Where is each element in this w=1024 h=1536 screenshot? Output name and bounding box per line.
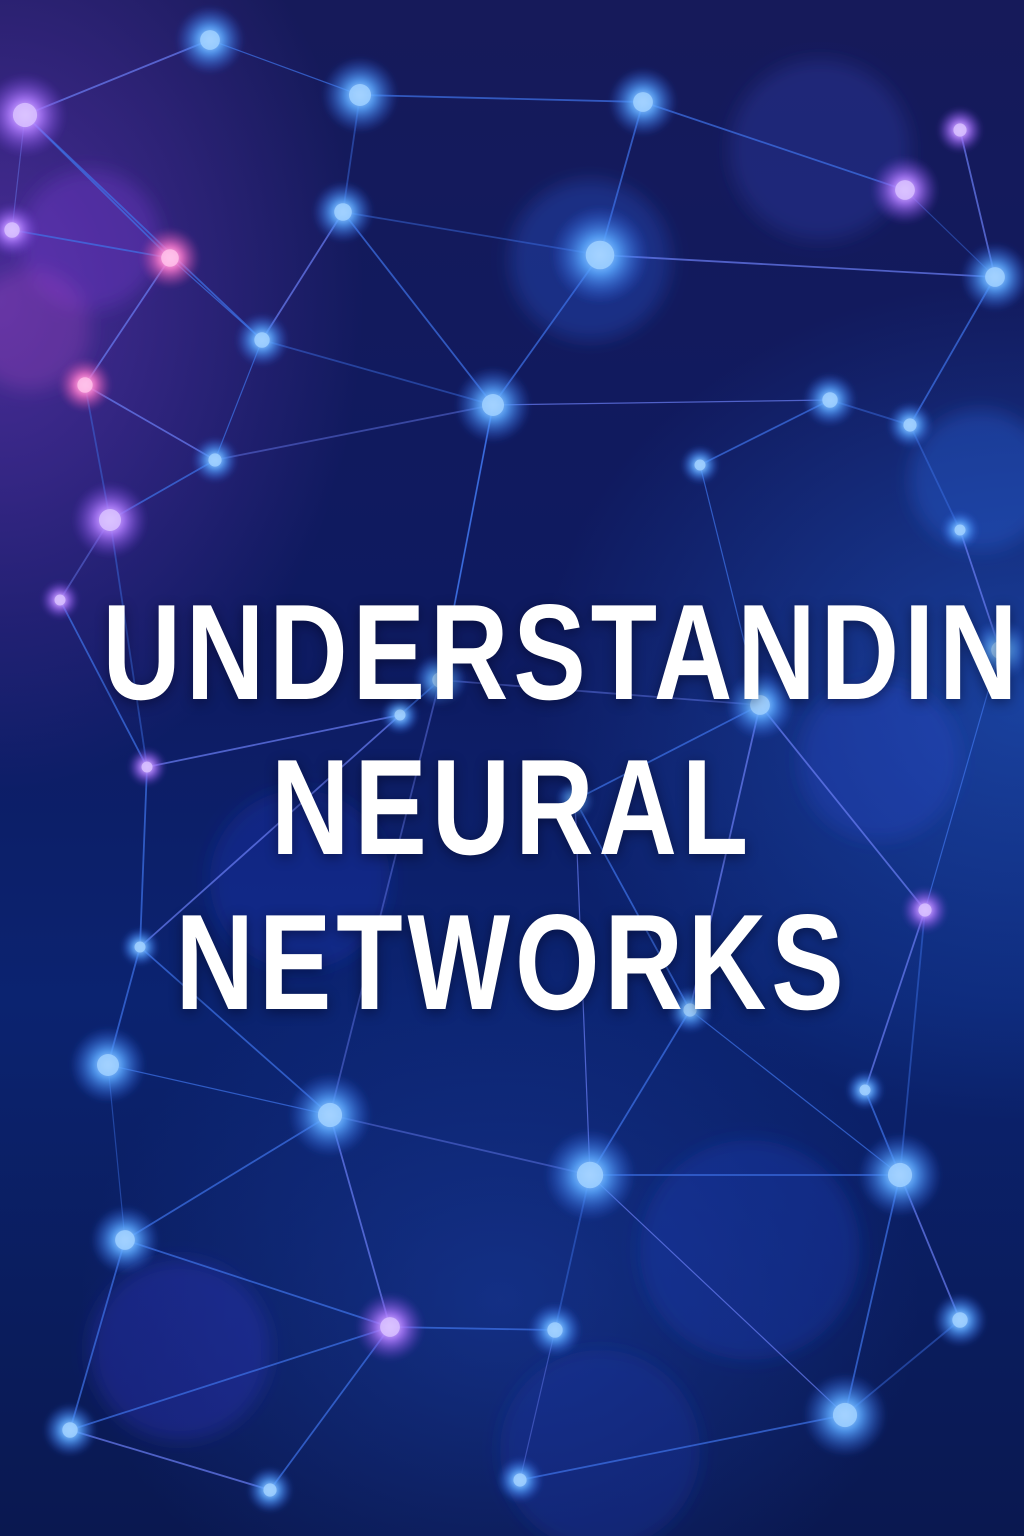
- network-edge: [139, 946, 331, 1116]
- network-node: [859, 1084, 871, 1096]
- network-node: [97, 1054, 119, 1076]
- network-edge: [214, 404, 494, 461]
- network-node: [208, 453, 222, 467]
- network-nodes: [0, 5, 1024, 1513]
- network-edge: [574, 799, 691, 1011]
- network-edge: [439, 404, 494, 681]
- network-edge: [574, 704, 761, 801]
- network-node: [349, 84, 371, 106]
- network-edge: [261, 339, 494, 406]
- network-node: [985, 267, 1005, 287]
- network-edge: [589, 1174, 846, 1416]
- network-node: [952, 1312, 968, 1328]
- bokeh-blob: [640, 1140, 860, 1360]
- network-node: [694, 459, 706, 471]
- bokeh-blob: [500, 1350, 700, 1536]
- network-node: [99, 509, 121, 531]
- bokeh-blob: [90, 1260, 270, 1440]
- title-line-2: NEURAL: [270, 731, 754, 883]
- network-node: [12, 102, 38, 128]
- network-node: [54, 594, 66, 606]
- network-edge: [899, 909, 926, 1176]
- network-edge: [699, 464, 761, 706]
- bokeh-blob: [210, 790, 390, 970]
- bokeh-blob: [20, 170, 160, 310]
- network-edge: [642, 101, 906, 191]
- network-edge: [59, 599, 148, 768]
- network-node: [569, 794, 581, 806]
- bokeh-blob: [0, 270, 90, 390]
- network-edge: [492, 399, 831, 406]
- title-line-1: UNDERSTANDING: [102, 576, 1024, 728]
- network-node: [954, 524, 966, 536]
- network-node: [317, 1102, 343, 1128]
- bokeh-blob: [800, 680, 960, 840]
- network-edge: [342, 211, 494, 406]
- network-node: [903, 418, 917, 432]
- network-node: [4, 222, 20, 238]
- network-node: [482, 394, 504, 416]
- network-edge: [599, 254, 996, 278]
- network-node: [115, 1230, 135, 1250]
- network-node: [62, 1422, 78, 1438]
- network-node: [254, 332, 270, 348]
- network-edge: [24, 114, 263, 341]
- title-line-3: NETWORKS: [175, 886, 849, 1038]
- bokeh-blob: [910, 410, 1024, 550]
- network-edge: [574, 799, 591, 1176]
- network-node: [832, 1402, 858, 1428]
- network-edge: [689, 704, 761, 1011]
- network-node: [200, 30, 220, 50]
- network-edge: [519, 1414, 846, 1481]
- network-node: [576, 1161, 604, 1189]
- network-node: [585, 240, 615, 270]
- network-edge: [124, 1239, 391, 1328]
- network-node: [432, 672, 448, 688]
- network-edge: [109, 519, 148, 768]
- network-node: [683, 1003, 697, 1017]
- network-node: [394, 709, 406, 721]
- network-node: [134, 941, 146, 953]
- network-edge: [689, 1009, 901, 1176]
- network-node: [141, 761, 153, 773]
- page-title: UNDERSTANDING NEURAL NETWORKS: [102, 575, 1024, 1040]
- network-edge: [139, 714, 401, 948]
- bokeh-blob: [730, 60, 910, 240]
- network-edge: [69, 1326, 391, 1431]
- network-edge: [69, 1429, 271, 1491]
- network-edge: [924, 649, 1001, 911]
- network-edge: [864, 909, 926, 1091]
- network-node: [633, 92, 653, 112]
- network-node: [263, 1483, 277, 1497]
- network-edge: [329, 679, 441, 1116]
- network-edge: [146, 714, 401, 768]
- network-node: [991, 641, 1009, 659]
- network-node: [161, 249, 179, 267]
- network-node: [334, 203, 352, 221]
- network-node: [750, 695, 770, 715]
- bokeh-blobs: [0, 60, 1024, 1536]
- network-node: [513, 1473, 527, 1487]
- network-edge: [139, 766, 148, 948]
- network-node: [895, 180, 915, 200]
- network-node: [822, 392, 838, 408]
- network-node: [918, 903, 932, 917]
- network-node: [380, 1317, 400, 1337]
- network-edge: [759, 704, 926, 911]
- network-node: [887, 1162, 913, 1188]
- network-node: [953, 123, 967, 137]
- network-node: [547, 1322, 563, 1338]
- network-edge: [439, 679, 761, 706]
- network-node: [77, 377, 93, 393]
- network-edge: [359, 94, 644, 103]
